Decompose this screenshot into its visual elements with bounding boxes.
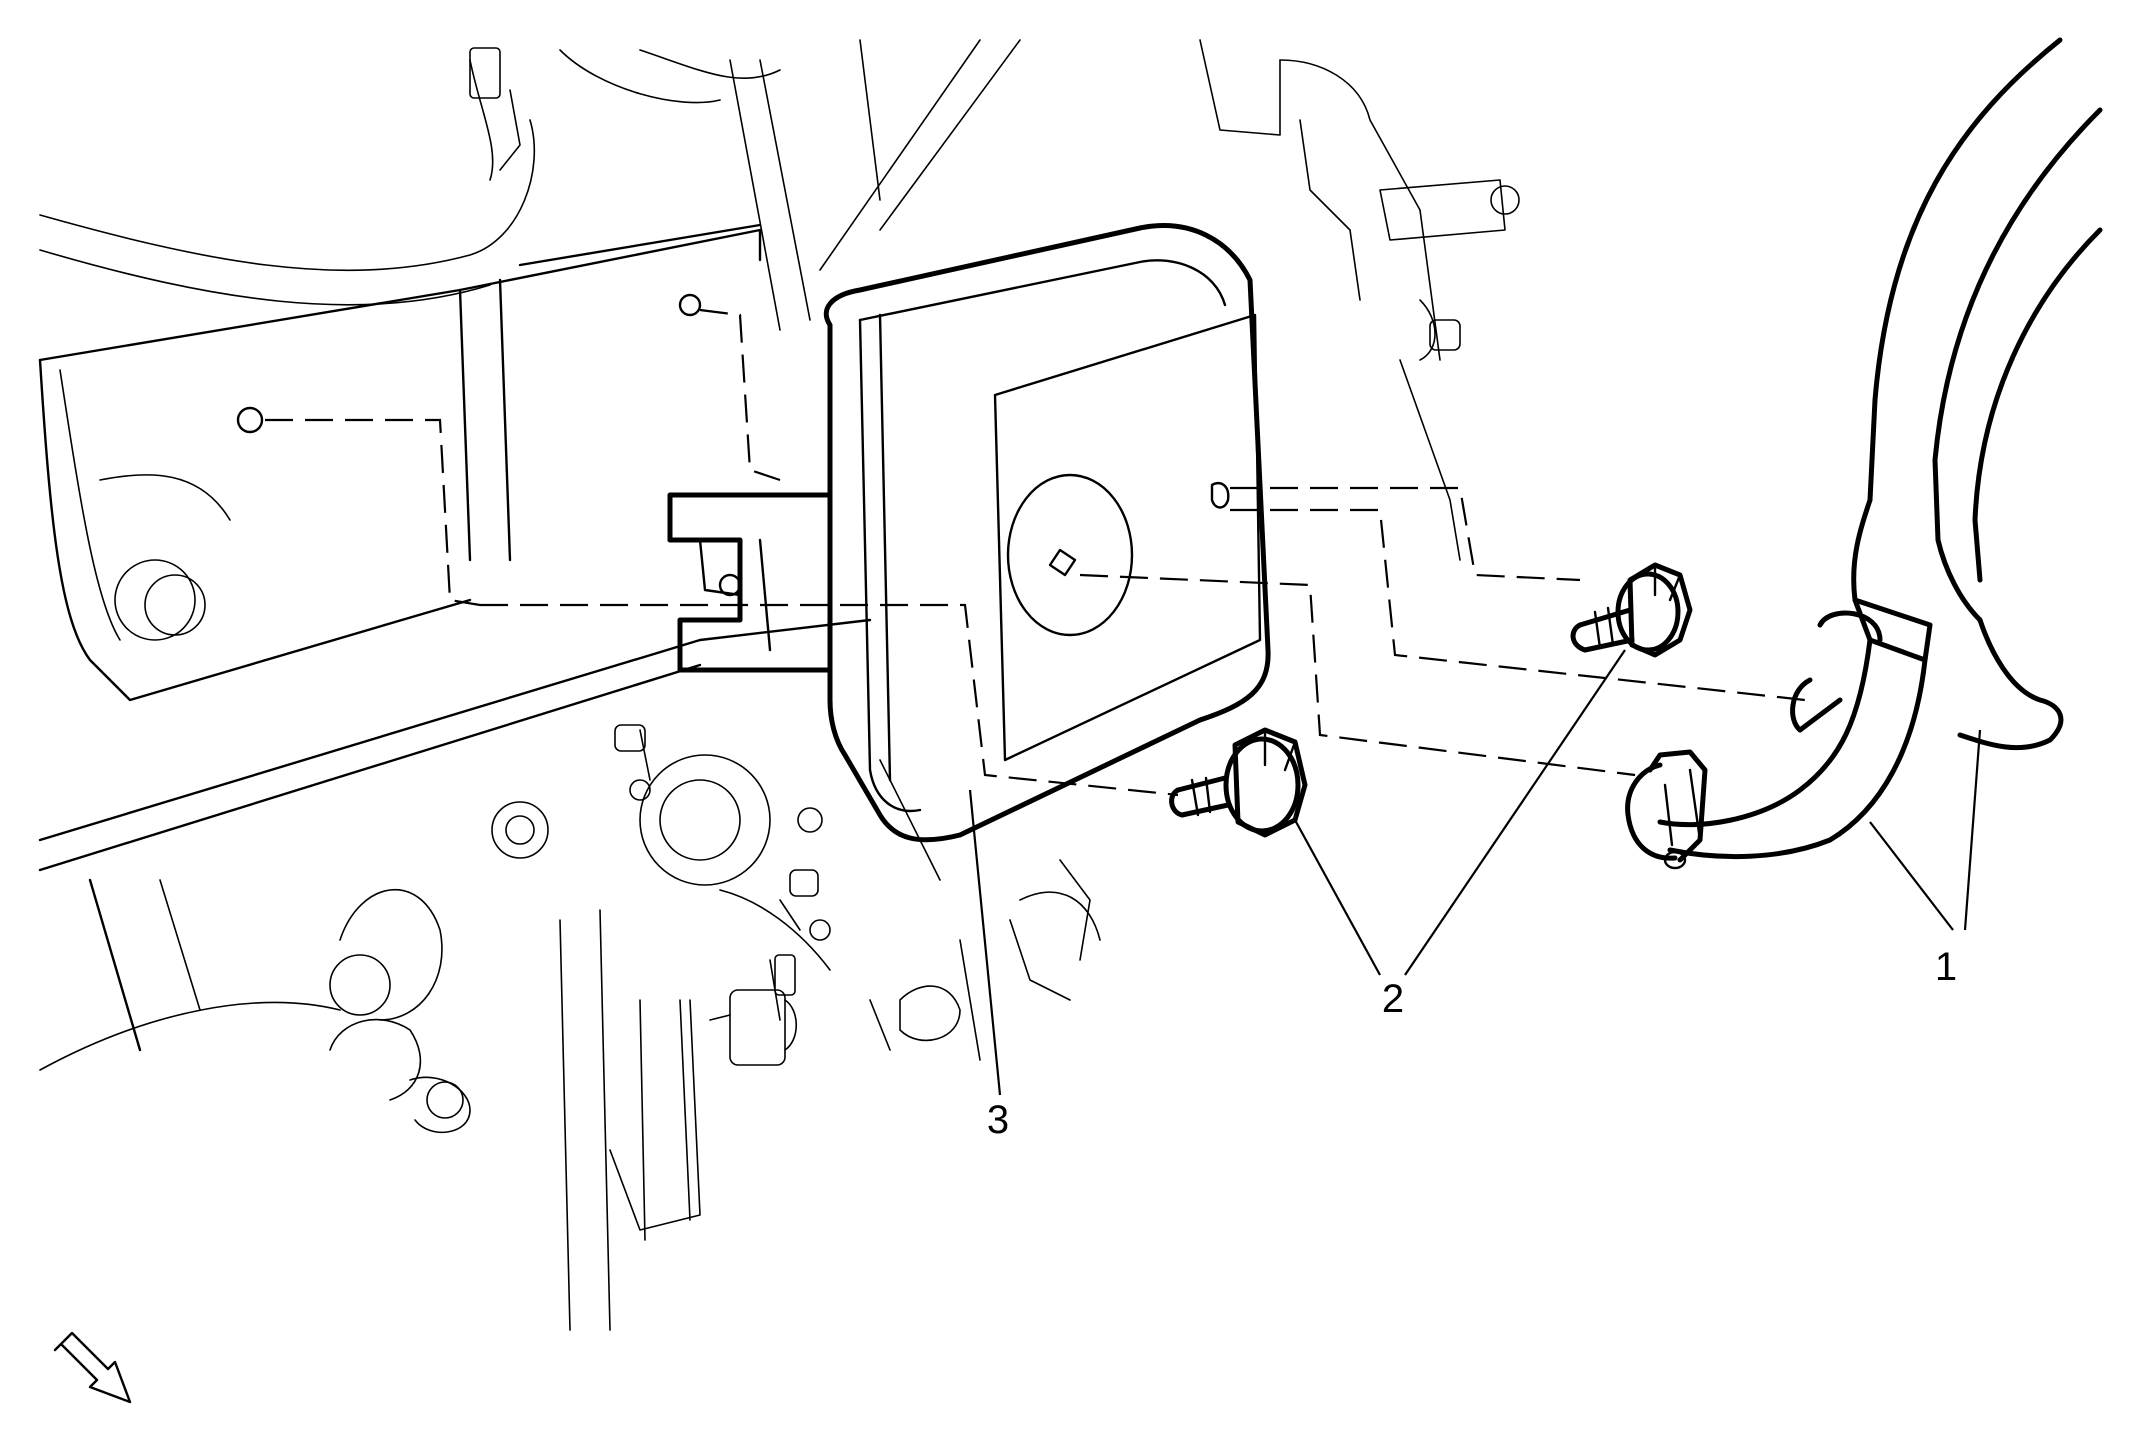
leader-3	[968, 789, 1002, 1096]
engine-background	[38, 39, 1520, 1331]
callout-2: 2	[1382, 977, 1404, 1021]
component-3-module	[823, 223, 1271, 843]
leader-1a	[1869, 821, 1954, 931]
callout-1: 1	[1935, 945, 1957, 989]
component-2-bolt-upper	[1570, 562, 1693, 658]
callout-3: 3	[987, 1098, 1009, 1142]
component-1-hose	[1625, 37, 2103, 870]
leader-2b	[1404, 649, 1626, 976]
view-direction-arrow-icon	[53, 1331, 132, 1404]
leader-lines	[968, 649, 1982, 1096]
leader-1b	[1963, 729, 1982, 931]
leader-2a	[1294, 819, 1381, 976]
callout-labels: 1 2 3	[987, 945, 1957, 1142]
alignment-lines	[265, 308, 1806, 797]
mounting-bracket	[667, 492, 833, 673]
component-2-bolt-lower	[1169, 727, 1308, 838]
